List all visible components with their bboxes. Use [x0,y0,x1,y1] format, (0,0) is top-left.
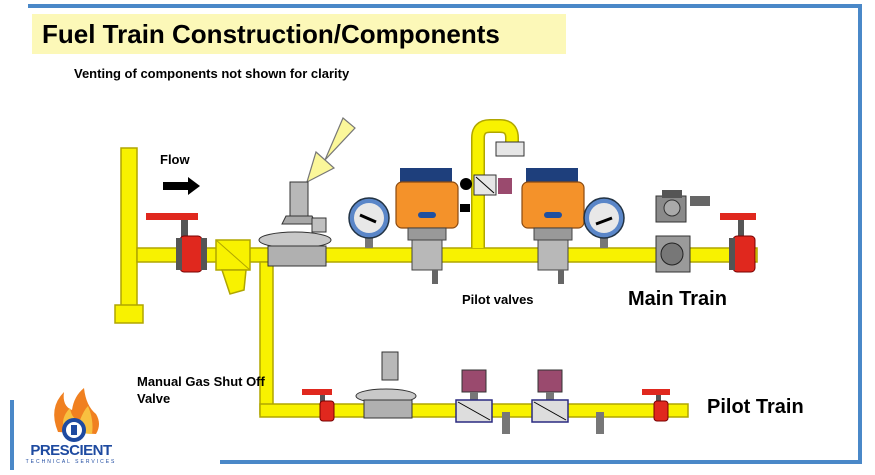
bypass-fitting [495,141,525,157]
slide-title: Fuel Train Construction/Components [42,18,500,49]
pilot-valves-label: Pilot valves [462,292,534,307]
main-gauge-left-icon [348,197,390,248]
pilot-end-valve-icon [642,389,670,422]
frame-left-border [10,400,14,470]
pointer-arrow-icon [306,117,356,184]
pilot-test-port-1-icon [502,412,510,434]
main-train-label: Main Train [628,288,727,310]
strainer-icon [215,239,251,295]
frame-top-border [28,4,862,8]
butterfly-valve-icon [655,190,710,273]
manual-shutoff-label: Manual Gas Shut Off Valve [137,374,265,406]
main-manual-valve-icon [146,213,207,273]
flow-label: Flow [160,152,190,167]
main-valve-actuator-1-icon [395,168,459,284]
riser-base [114,304,144,324]
main-valve-actuator-2-icon [521,168,585,284]
pilot-manual-valve-icon [302,389,335,422]
frame-right-border [858,4,862,464]
logo: PRESCIENT TECHNICAL SERVICES [14,382,128,472]
pilot-solenoid-2-icon [531,369,569,423]
main-regulator-icon [258,181,332,267]
main-end-valve-icon [720,213,756,273]
pilot-regulator-icon [355,351,417,419]
pilot-test-port-2-icon [596,412,604,434]
main-gauge-right-icon [583,197,625,248]
pilot-solenoid-1-icon [455,369,493,423]
logo-name: PRESCIENT [30,442,112,459]
pilot-train-label: Pilot Train [707,396,804,418]
prescient-logo-icon [54,388,99,442]
flow-arrow-icon [163,177,200,195]
logo-tagline: TECHNICAL SERVICES [25,459,117,465]
subtitle: Venting of components not shown for clar… [74,66,350,81]
riser-pipe [120,147,138,313]
frame-bottom-border [220,460,862,464]
title-box: Fuel Train Construction/Components [32,14,566,54]
bypass-pilot-valve-icon [460,174,512,212]
